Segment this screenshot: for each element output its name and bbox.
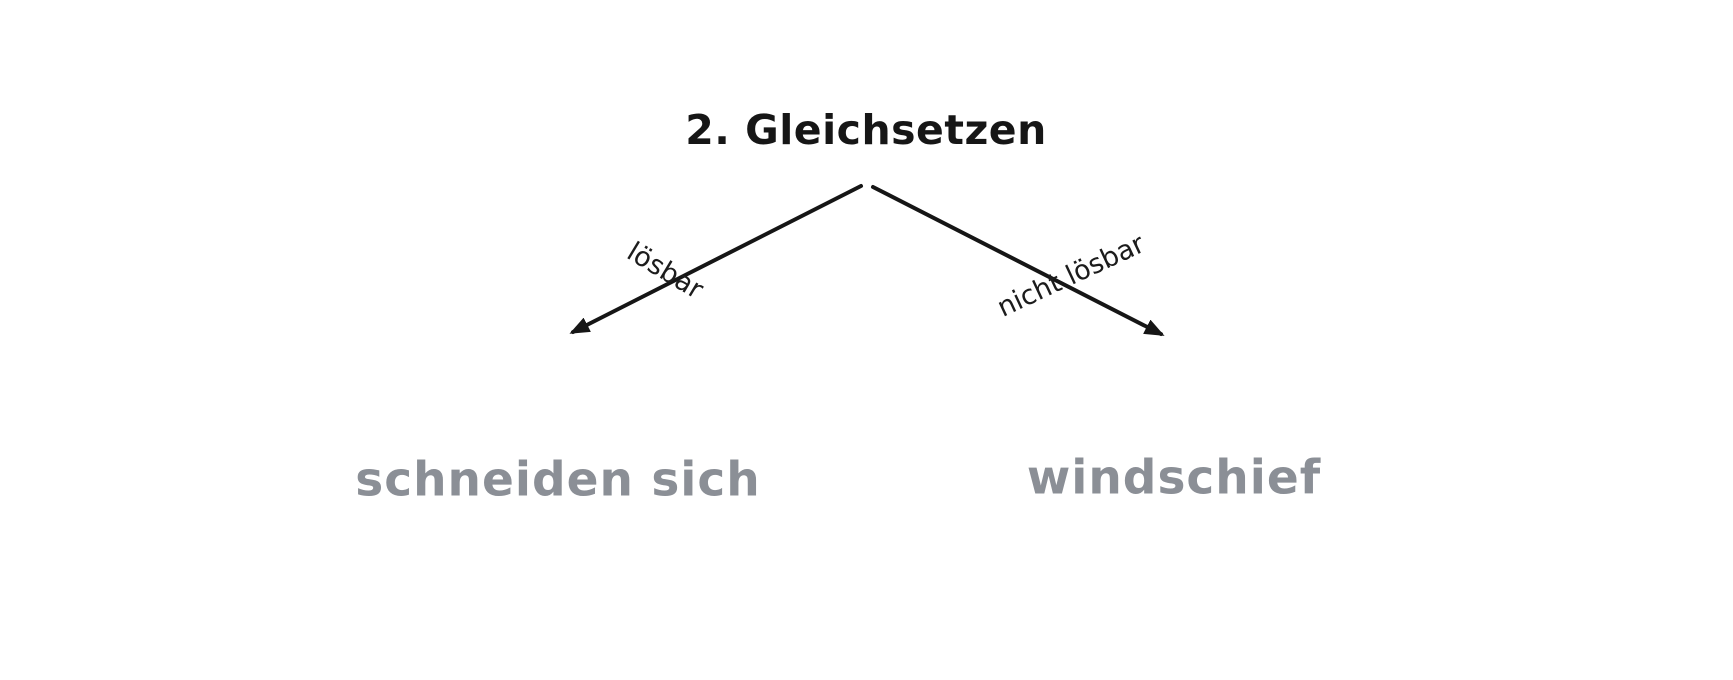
right-branch-arrow bbox=[871, 185, 1165, 336]
left-result-label: schneiden sich bbox=[355, 452, 761, 508]
right-result-label: windschief bbox=[1026, 450, 1322, 506]
diagram-title: 2. Gleichsetzen bbox=[685, 106, 1047, 154]
left-branch-arrow bbox=[569, 184, 863, 334]
